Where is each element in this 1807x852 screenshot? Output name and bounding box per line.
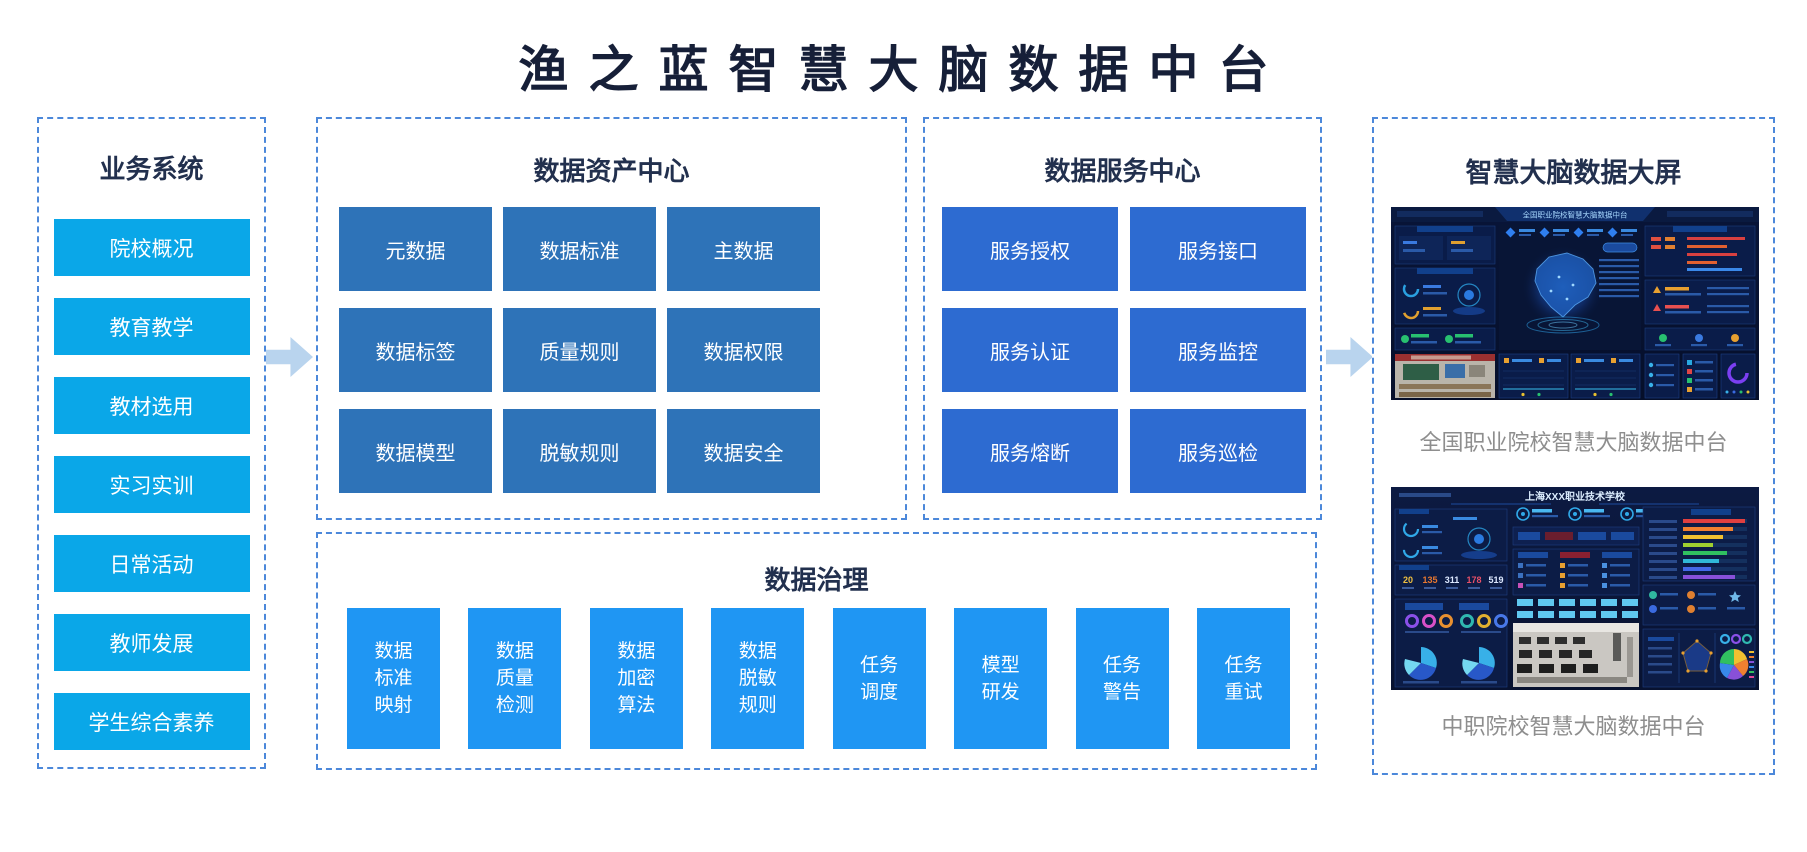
svg-text:135: 135: [1422, 575, 1437, 585]
data-governance-item[interactable]: 数据 加密 算法: [589, 608, 683, 749]
data-asset-item[interactable]: 数据标签: [339, 308, 492, 392]
data-asset-item[interactable]: 脱敏规则: [503, 409, 656, 493]
data-service-item[interactable]: 服务授权: [942, 207, 1118, 291]
business-systems-title: 业务系统: [99, 154, 204, 184]
data-asset-item[interactable]: 数据权限: [667, 308, 820, 392]
dashboard-school-radar-chart: [1681, 639, 1713, 673]
dashboard-school-caption: 中职院校智慧大脑数据中台: [1441, 714, 1706, 739]
dashboard-school-right-panels: [1642, 506, 1756, 688]
data-asset-item[interactable]: 数据标准: [503, 207, 656, 291]
data-service-item[interactable]: 服务认证: [942, 308, 1118, 392]
dashboard-school-stats-numbers: 20 135 311 178 519: [1403, 575, 1504, 585]
dashboard-school-button-grid: [1517, 599, 1638, 618]
data-service-center-panel: 数据服务中心 服务授权 服务接口 服务认证 服务监控 服务熔断 服务巡检: [923, 117, 1322, 520]
dashboard-national-left-panels: [1394, 225, 1496, 351]
dashboard-school-classroom-photo: [1513, 623, 1639, 687]
data-asset-item[interactable]: 数据安全: [667, 409, 820, 493]
dashboard-national-top-stats: [1505, 227, 1637, 238]
data-asset-center-panel: 数据资产中心 元数据 数据标准 主数据 数据标签 质量规则 数据权限 数据模型 …: [316, 117, 907, 520]
data-governance-item[interactable]: 数据 质量 检测: [468, 608, 562, 749]
data-governance-item[interactable]: 任务 重试: [1196, 608, 1290, 749]
data-service-grid: 服务授权 服务接口 服务认证 服务监控 服务熔断 服务巡检: [942, 207, 1306, 493]
dashboard-school-header: 上海XXX职业技术学校: [1399, 490, 1699, 505]
dashboard-school-left-panels: 20 135 311 178 519: [1394, 508, 1508, 688]
business-system-item[interactable]: 教材选用: [53, 377, 250, 434]
dashboard-school-preview: 上海XXX职业技术学校: [1391, 487, 1759, 690]
dashboard-school-center-panels: [1512, 526, 1640, 687]
svg-text:311: 311: [1445, 575, 1460, 585]
data-service-center-title: 数据服务中心: [1044, 156, 1201, 186]
business-system-item[interactable]: 院校概况: [53, 219, 250, 276]
data-governance-row: 数据 标准 映射 数据 质量 检测 数据 加密 算法 数据 脱敏 规则 任务 调…: [347, 608, 1290, 749]
svg-text:519: 519: [1488, 575, 1503, 585]
dashboard-school-image: 上海XXX职业技术学校: [1391, 487, 1759, 690]
dashboard-national-bottom-charts: [1498, 353, 1756, 399]
business-systems-list: 院校概况 教育教学 教材选用 实习实训 日常活动 教师发展 学生综合素养: [39, 219, 264, 750]
svg-text:全国职业院校智慧大脑数据中台: 全国职业院校智慧大脑数据中台: [1523, 210, 1628, 220]
dashboard-national-classroom-photo: [1395, 354, 1495, 398]
data-governance-item[interactable]: 任务 警告: [1075, 608, 1169, 749]
dashboard-national-caption: 全国职业院校智慧大脑数据中台: [1419, 430, 1728, 455]
data-asset-item[interactable]: 元数据: [339, 207, 492, 291]
dashboard-section-panel: 智慧大脑数据大屏: [1372, 117, 1775, 775]
dashboard-school-pie-2: [1462, 647, 1495, 680]
data-governance-panel: 数据治理 数据 标准 映射 数据 质量 检测 数据 加密 算法 数据 脱敏 规则…: [316, 532, 1317, 770]
svg-text:178: 178: [1466, 575, 1481, 585]
business-system-item[interactable]: 实习实训: [53, 456, 250, 513]
business-system-item[interactable]: 教师发展: [53, 614, 250, 671]
data-service-item[interactable]: 服务熔断: [942, 409, 1118, 493]
data-asset-item[interactable]: 主数据: [667, 207, 820, 291]
svg-text:20: 20: [1403, 575, 1413, 585]
dashboard-national-right-panels: [1644, 225, 1756, 351]
flow-arrow-icon: [266, 337, 313, 377]
business-system-item[interactable]: 日常活动: [53, 535, 250, 592]
data-governance-item[interactable]: 模型 研发: [954, 608, 1048, 749]
dashboard-national-header: 全国职业院校智慧大脑数据中台: [1391, 207, 1759, 222]
data-asset-center-title: 数据资产中心: [533, 156, 690, 186]
data-service-item[interactable]: 服务接口: [1130, 207, 1306, 291]
dashboard-school-color-pie: [1719, 633, 1754, 680]
data-governance-item[interactable]: 数据 脱敏 规则: [711, 608, 805, 749]
data-asset-item[interactable]: 质量规则: [503, 308, 656, 392]
page-title: 渔之蓝智慧大脑数据中台: [518, 42, 1289, 98]
dashboard-section-title: 智慧大脑数据大屏: [1465, 158, 1682, 188]
data-service-item[interactable]: 服务巡检: [1130, 409, 1306, 493]
data-asset-item[interactable]: 数据模型: [339, 409, 492, 493]
data-governance-title: 数据治理: [764, 565, 869, 595]
dashboard-school-pie-1: [1404, 647, 1437, 680]
dashboard-national-china-map: [1499, 224, 1641, 350]
data-governance-item[interactable]: 任务 调度: [832, 608, 926, 749]
data-service-item[interactable]: 服务监控: [1130, 308, 1306, 392]
data-governance-item[interactable]: 数据 标准 映射: [347, 608, 440, 749]
data-asset-grid: 元数据 数据标准 主数据 数据标签 质量规则 数据权限 数据模型 脱敏规则 数据…: [339, 207, 820, 493]
business-system-item[interactable]: 学生综合素养: [53, 693, 250, 750]
dashboard-national-image: 全国职业院校智慧大脑数据中台: [1391, 207, 1759, 400]
dashboard-national-preview: 全国职业院校智慧大脑数据中台: [1391, 207, 1759, 400]
flow-arrow-icon: [1326, 337, 1373, 377]
business-systems-panel: 业务系统 院校概况 教育教学 教材选用 实习实训 日常活动 教师发展 学生综合素…: [37, 117, 266, 769]
svg-text:上海XXX职业技术学校: 上海XXX职业技术学校: [1525, 490, 1626, 503]
business-system-item[interactable]: 教育教学: [53, 298, 250, 355]
